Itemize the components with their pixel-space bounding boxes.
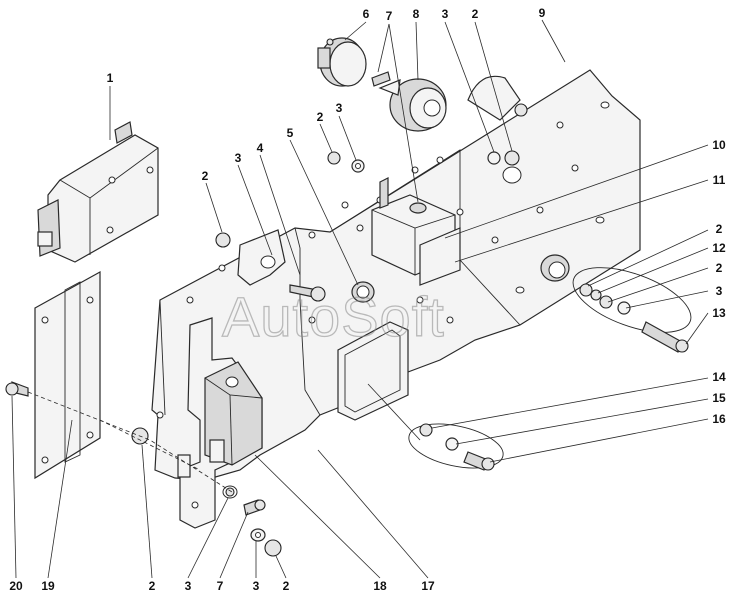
callout-3-bottom-left: 3	[185, 579, 192, 593]
callout-6: 6	[363, 7, 370, 21]
callout-15: 15	[712, 391, 726, 405]
callout-12: 12	[712, 241, 726, 255]
callout-14: 14	[712, 370, 726, 384]
callout-2-upper: 2	[472, 7, 479, 21]
callout-5: 5	[287, 126, 294, 140]
callout-13: 13	[712, 306, 726, 320]
callout-7-bottom: 7	[217, 579, 224, 593]
callout-11: 11	[713, 173, 726, 187]
sensor-upper-right	[467, 75, 528, 184]
sensor-eight	[378, 78, 447, 132]
callout-8: 8	[413, 7, 420, 21]
connector-block	[37, 121, 159, 263]
callout-9: 9	[539, 6, 546, 20]
relay-bracket	[177, 317, 263, 529]
callout-1: 1	[107, 71, 114, 85]
watermark-text: AutoSoft	[222, 285, 445, 348]
callout-3-right: 3	[716, 284, 723, 298]
callout-2-bottom-left: 2	[149, 579, 156, 593]
stud-bracket	[237, 229, 326, 302]
callout-19: 19	[41, 579, 55, 593]
callout-2-right: 2	[716, 261, 723, 275]
callout-2-right-top: 2	[716, 222, 723, 236]
callout-18: 18	[373, 579, 387, 593]
callout-4: 4	[257, 141, 264, 155]
relay-unit	[371, 177, 461, 286]
callout-3-upper: 3	[442, 7, 449, 21]
callout-20: 20	[9, 579, 23, 593]
callout-2-bottom: 2	[283, 579, 290, 593]
callout-10: 10	[712, 138, 726, 152]
callout-3-left: 3	[235, 151, 242, 165]
callout-labels: 1 2 3 4 5 2 3 6 7 8 3 2 9 10 11 2 12 2 3…	[9, 6, 726, 593]
callout-16: 16	[712, 412, 726, 426]
callout-17: 17	[421, 579, 435, 593]
sensor-six	[317, 37, 367, 87]
callout-3-bottom: 3	[253, 579, 260, 593]
callout-3-upper-left: 3	[336, 101, 343, 115]
assembly-lines	[27, 391, 233, 493]
leader-lines	[11, 19, 709, 579]
callout-7-upper: 7	[386, 9, 393, 23]
callout-2-upper-left: 2	[317, 110, 324, 124]
mounting-strip	[34, 270, 101, 480]
callout-2-left-nut: 2	[202, 169, 209, 183]
